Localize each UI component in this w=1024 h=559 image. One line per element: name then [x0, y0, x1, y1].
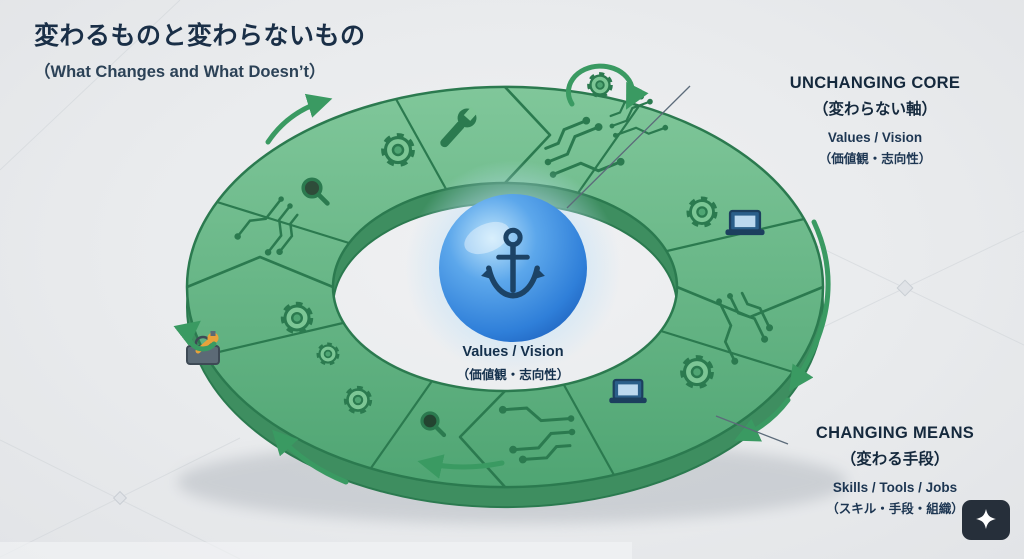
core-sphere-label: Values / Vision （価値観・志向性）: [388, 344, 638, 383]
gear-icon: [348, 390, 369, 411]
gear-icon: [285, 306, 309, 330]
gear-icon: [386, 138, 411, 163]
changing-means-title-en: CHANGING MEANS: [815, 424, 975, 442]
cycle-arrow-icon: [173, 320, 217, 352]
title-block: 変わるものと変わらないもの （What Changes and What Doe…: [34, 16, 366, 82]
annotation-unchanging-core: UNCHANGING CORE （変わらない軸） Values / Vision…: [745, 74, 1005, 167]
cycle-arrow-icon: [265, 93, 333, 145]
bottom-light-strip: [0, 542, 632, 559]
cycle-arrow-icon: [417, 454, 505, 479]
cycle-arrow-icons: [173, 63, 831, 485]
anchor-icon: [481, 227, 545, 299]
changing-means-title-ja: （変わる手段）: [840, 451, 950, 468]
ring-segment-dividers: [205, 98, 805, 476]
cycle-arrow-icon: [789, 219, 831, 392]
unchanging-core-title-en: UNCHANGING CORE: [789, 74, 961, 92]
page-subtitle: （What Changes and What Doesn’t）: [34, 63, 326, 81]
gear-icon: [591, 76, 610, 95]
cycle-arrow-icon: [565, 63, 649, 110]
gear-icon: [685, 360, 710, 385]
page-title: 変わるものと変わらないもの: [34, 22, 366, 50]
changing-means-desc-en: Skills / Tools / Jobs: [832, 480, 958, 495]
core-sphere: [405, 160, 621, 376]
changing-means-desc-ja: （スキル・手段・組織）: [826, 502, 964, 516]
cycle-arrow-icon: [272, 429, 349, 485]
annotation-changing-means: CHANGING MEANS （変わる手段） Skills / Tools / …: [770, 424, 1020, 517]
unchanging-core-desc-en: Values / Vision: [827, 130, 923, 145]
gear-icon: [691, 201, 714, 224]
sparkle-badge: [962, 500, 1010, 540]
cycle-arrow-icon: [734, 397, 791, 442]
core-label-en: Values / Vision: [462, 344, 564, 360]
sparkle-icon: [976, 509, 996, 529]
background-grid-diamonds: [112, 279, 914, 506]
core-label-ja: （価値観・志向性）: [456, 368, 570, 382]
leader-line-unchanging: [566, 85, 691, 209]
laptop-icon: [608, 378, 648, 405]
laptop-icon: [724, 209, 766, 237]
leader-line-changing: [715, 415, 789, 445]
unchanging-core-desc-ja: （価値観・志向性）: [818, 152, 932, 166]
gear-icon: [320, 346, 337, 363]
unchanging-core-title-ja: （変わらない軸）: [812, 101, 937, 118]
